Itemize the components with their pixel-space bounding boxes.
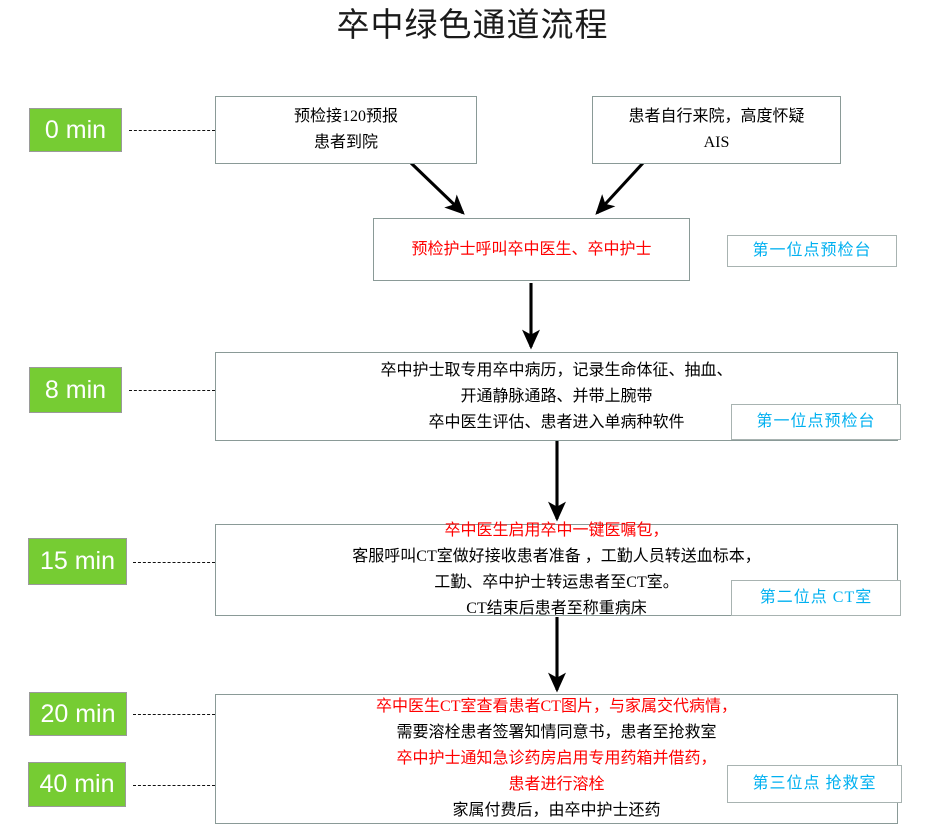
process-line-emphasis: 患者进行溶栓 [508, 776, 605, 793]
process-box-self-arrival[interactable]: 患者自行来院，高度怀疑 AIS [592, 96, 841, 164]
time-badge-8min[interactable]: 8 min [29, 367, 122, 413]
process-line: 家属付费后，由卒中护士还药 [452, 802, 661, 819]
process-line: 客服呼叫CT室做好接收患者准备 ，工勤人员转送血标本， [352, 548, 761, 565]
process-line-emphasis: 卒中医生启用卒中一键医嘱包， [444, 522, 669, 539]
time-badge-0min[interactable]: 0 min [29, 108, 122, 152]
page-title: 卒中绿色通道流程 [336, 8, 609, 44]
dash-connector-15min [133, 562, 215, 563]
process-line-emphasis: 卒中护士通知急诊药房启用专用药箱并借药， [396, 750, 717, 767]
process-line-emphasis: 预检护士呼叫卒中医生、卒中护士 [411, 240, 652, 258]
process-box-nurse-records[interactable]: 卒中护士取专用卒中病历，记录生命体征、抽血、 开通静脉通路、并带上腕带 卒中医生… [215, 352, 898, 441]
process-box-triage-call[interactable]: 预检护士呼叫卒中医生、卒中护士 [373, 218, 690, 281]
dash-connector-8min [129, 390, 215, 391]
process-box-intake-120[interactable]: 预检接120预报 患者到院 [215, 96, 477, 164]
location-label-station-1-dup: 第一位点预检台 [731, 404, 901, 440]
process-line: 开通静脉通路、并带上腕带 [460, 387, 653, 405]
process-box-ct-transfer[interactable]: 卒中医生启用卒中一键医嘱包， 客服呼叫CT室做好接收患者准备 ，工勤人员转送血标… [215, 522, 898, 617]
process-line: AIS [703, 134, 730, 151]
process-line: 患者自行来院，高度怀疑 [628, 108, 805, 125]
process-line: 卒中医生评估、患者进入单病种软件 [428, 413, 685, 431]
dash-connector-0min [129, 130, 215, 131]
dash-connector-20min [133, 714, 215, 715]
process-line: 卒中护士取专用卒中病历，记录生命体征、抽血、 [380, 361, 733, 379]
process-line: CT结束后患者至称重病床 [466, 600, 647, 617]
process-line: 预检接120预报 [293, 108, 398, 125]
location-label-station-1: 第一位点预检台 [727, 235, 897, 267]
time-badge-40min[interactable]: 40 min [28, 762, 126, 807]
time-badge-20min[interactable]: 20 min [29, 692, 127, 736]
dash-connector-40min [133, 785, 215, 786]
process-line: 需要溶栓患者签署知情同意书，患者至抢救室 [396, 724, 717, 741]
time-badge-15min[interactable]: 15 min [28, 538, 127, 585]
arrow-self-arrival-to-triage [595, 161, 645, 215]
arrow-intake-to-triage [409, 161, 465, 215]
process-box-thrombolysis[interactable]: 卒中医生CT室查看患者CT图片，与家属交代病情， 需要溶栓患者签署知情同意书，患… [215, 694, 898, 824]
location-label-station-3: 第三位点 抢救室 [727, 765, 902, 803]
location-label-station-2: 第二位点 CT室 [731, 580, 901, 616]
process-line: 患者到院 [313, 134, 378, 151]
process-line-emphasis: 卒中医生CT室查看患者CT图片，与家属交代病情， [376, 698, 737, 715]
process-line: 工勤、卒中护士转运患者至CT室。 [434, 574, 679, 591]
